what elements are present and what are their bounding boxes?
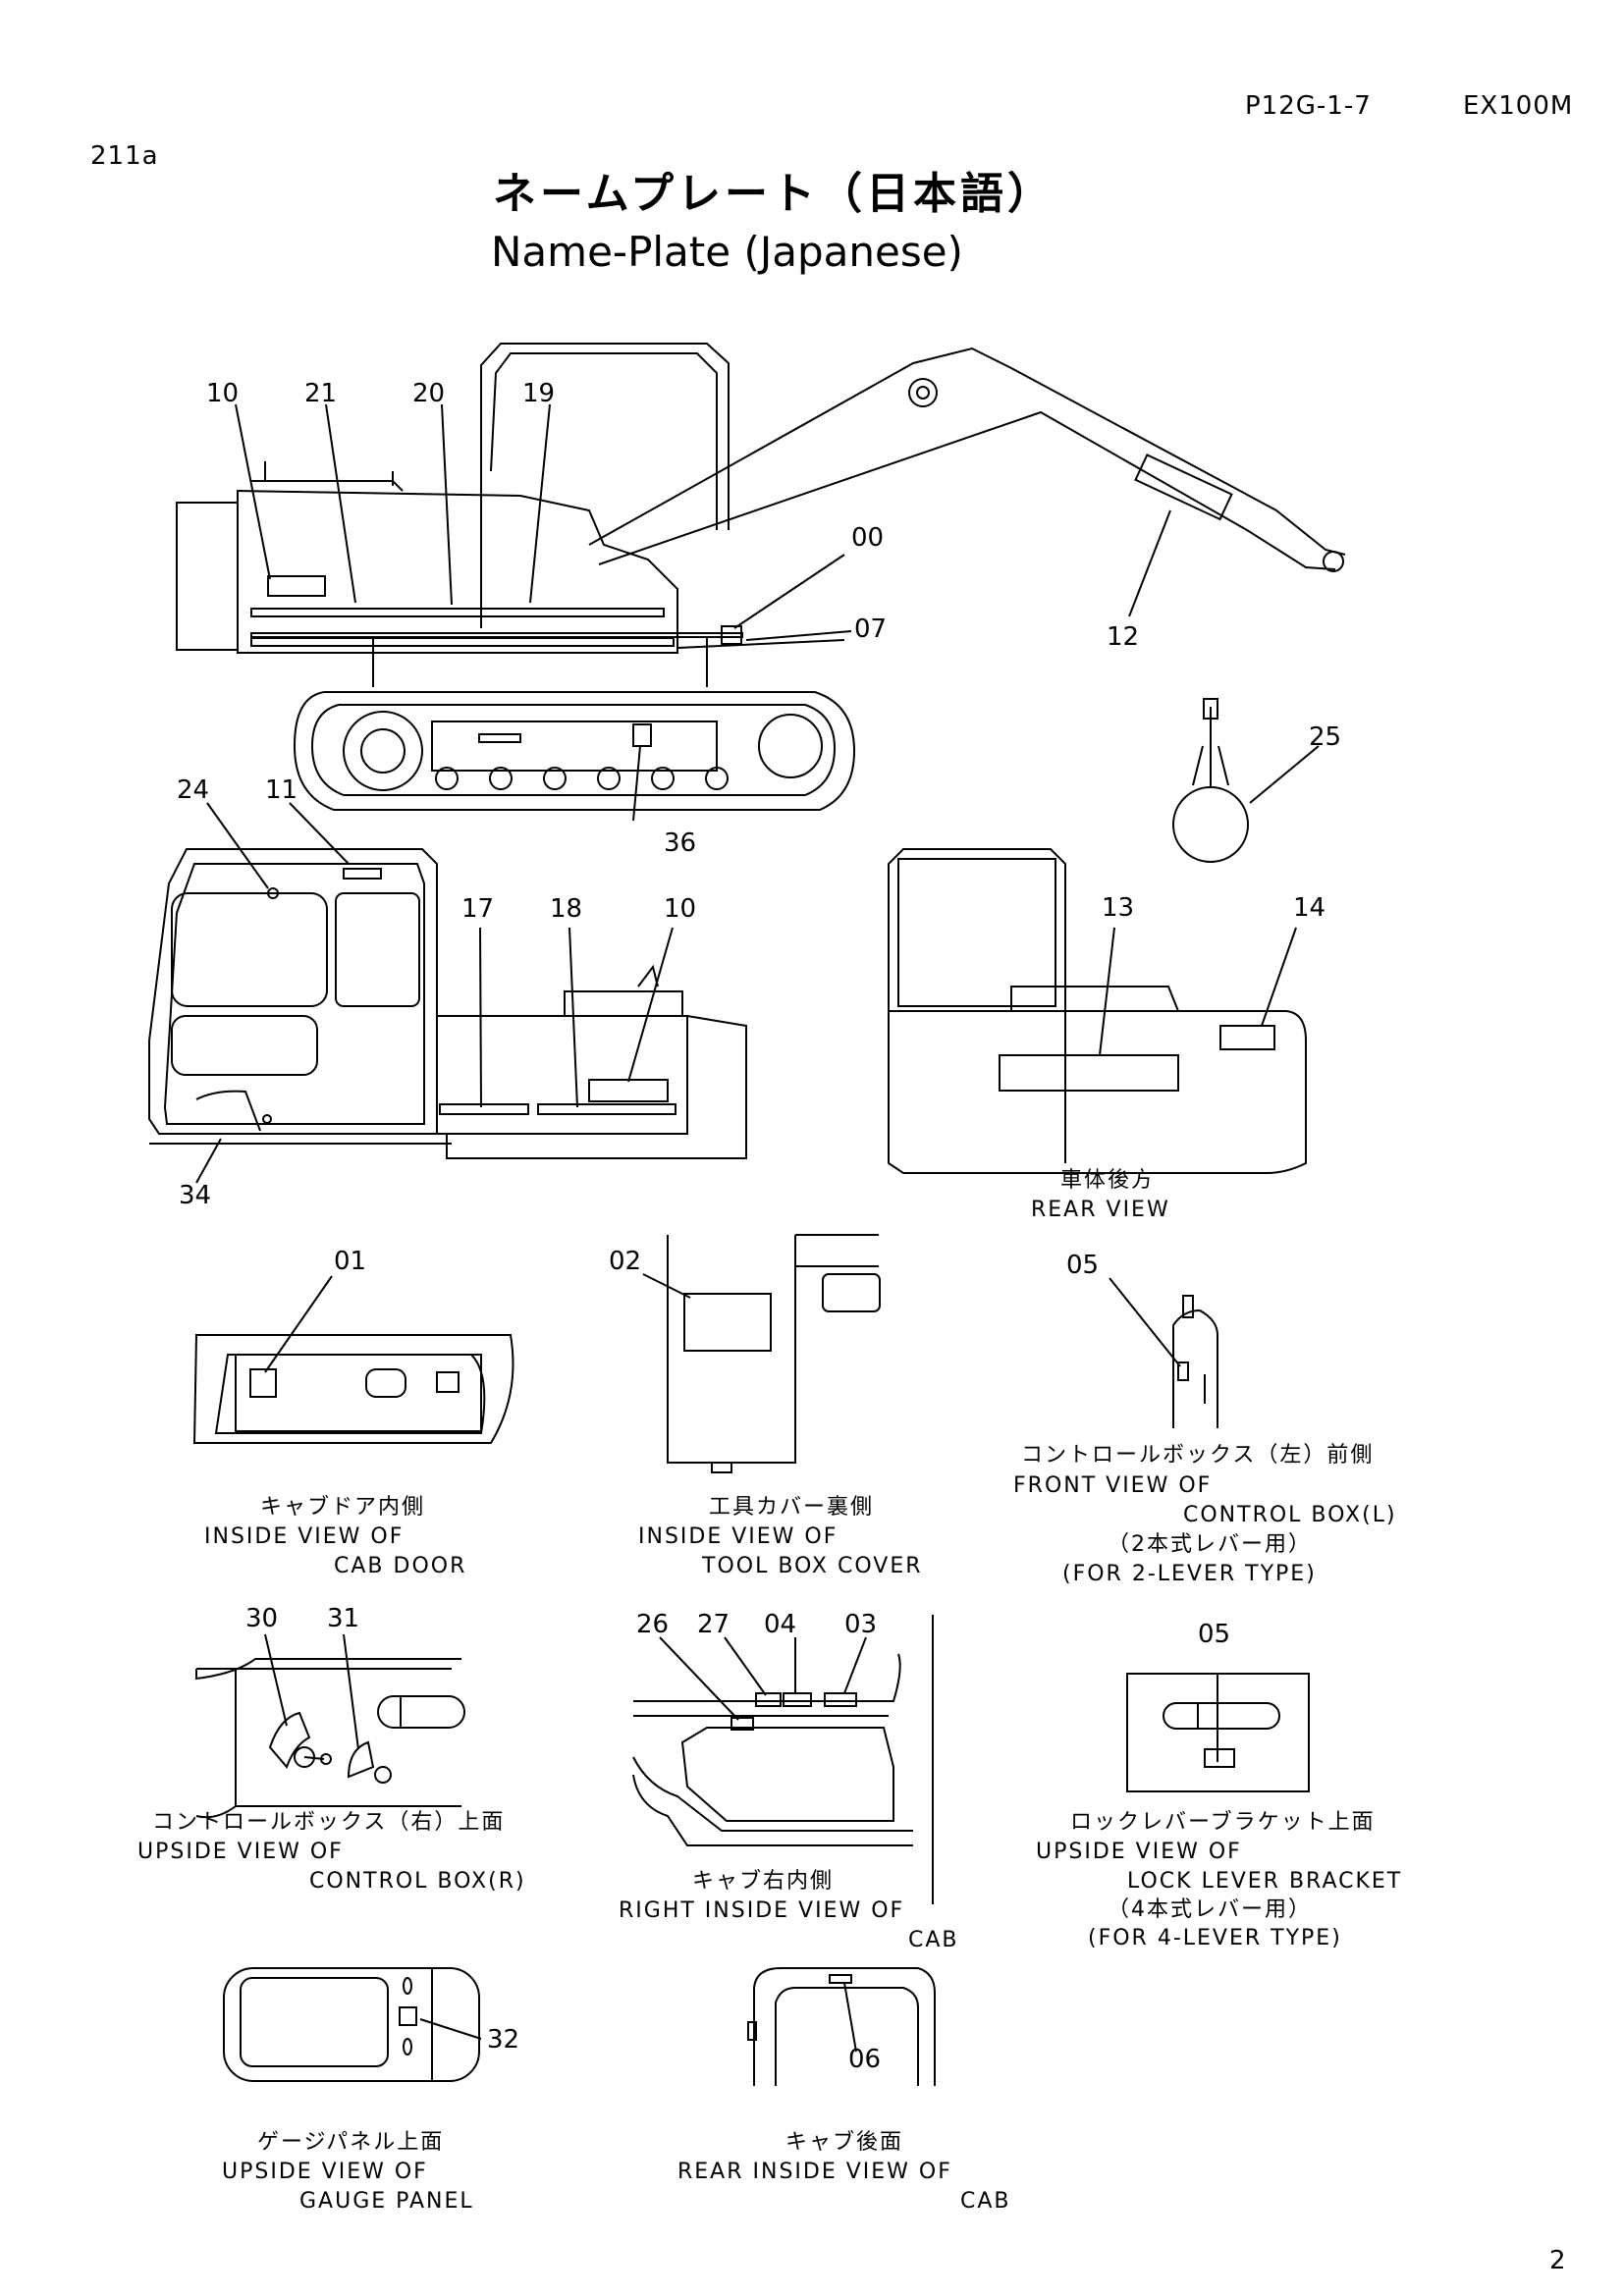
callout-02: 02 <box>609 1247 642 1276</box>
page-number: 2 <box>1549 2246 1567 2275</box>
caption-cab-rear-en1: REAR INSIDE VIEW OF <box>677 2160 952 2184</box>
cab-rear-view <box>748 1968 935 2086</box>
tool-box-cover-view <box>643 1235 880 1472</box>
rear-plate-13 <box>1000 1055 1178 1091</box>
plate-01 <box>250 1369 276 1397</box>
caption-control-box-r-jp: コントロールボックス（右）上面 <box>152 1810 506 1835</box>
caption-lock-lever-en2: LOCK LEVER BRACKET <box>1127 1869 1403 1894</box>
caption-cab-right-en2: CAB <box>908 1928 959 1952</box>
main-plate-10 <box>268 576 325 596</box>
cab-door-view <box>194 1276 514 1443</box>
main-plate-12 <box>1135 454 1231 519</box>
caption-control-box-r-en1: UPSIDE VIEW OF <box>137 1840 344 1864</box>
side-plate-10 <box>589 1080 668 1101</box>
caption-gauge-panel-en2: GAUGE PANEL <box>299 2189 474 2214</box>
callout-05-left: 05 <box>1066 1251 1100 1280</box>
gauge-panel-view <box>224 1968 481 2081</box>
reference-number: 211a <box>90 141 159 171</box>
callout-main-36: 36 <box>664 828 697 858</box>
caption-tool-box-en1: INSIDE VIEW OF <box>638 1524 839 1549</box>
callout-side-10: 10 <box>664 894 697 924</box>
callout-31: 31 <box>327 1604 360 1633</box>
callout-side-18: 18 <box>550 894 583 924</box>
caption-cab-right-jp: キャブ右内側 <box>692 1869 835 1894</box>
caption-tool-box-jp: 工具カバー裏側 <box>709 1495 875 1520</box>
control-box-right-view <box>196 1634 464 1817</box>
plate-04 <box>784 1693 811 1706</box>
caption-rear-view-jp: 車体後方 <box>1060 1168 1156 1193</box>
caption-tool-box-en2: TOOL BOX COVER <box>702 1554 923 1578</box>
caption-control-box-l-jp2: （2本式レバー用） <box>1108 1532 1312 1557</box>
callout-main-12: 12 <box>1107 622 1140 652</box>
callout-03: 03 <box>844 1610 878 1639</box>
excavator-main-view <box>177 344 1345 821</box>
plate-32 <box>400 2007 416 2025</box>
callout-05-lock: 05 <box>1198 1620 1231 1649</box>
plate-02 <box>684 1294 771 1351</box>
caption-rear-view-en: REAR VIEW <box>1031 1198 1170 1222</box>
caption-gauge-panel-en1: UPSIDE VIEW OF <box>222 2160 428 2184</box>
caption-control-box-l-jp: コントロールボックス（左）前側 <box>1021 1443 1375 1468</box>
drawing-code: P12G-1-7 <box>1245 91 1372 121</box>
cab-right-view <box>633 1615 933 1904</box>
machine-side-view <box>149 803 746 1183</box>
callout-32: 32 <box>487 2025 520 2055</box>
callout-27: 27 <box>697 1610 730 1639</box>
plate-06 <box>830 1975 851 1983</box>
callout-04: 04 <box>764 1610 797 1639</box>
callout-26: 26 <box>636 1610 670 1639</box>
caption-control-box-l-en3: (FOR 2-LEVER TYPE) <box>1062 1562 1317 1586</box>
callout-main-25: 25 <box>1309 722 1342 752</box>
caption-gauge-panel-jp: ゲージパネル上面 <box>257 2130 445 2155</box>
callout-main-10: 10 <box>206 379 240 408</box>
callout-side-17: 17 <box>461 894 495 924</box>
plate-05-left <box>1178 1362 1188 1380</box>
track-rollers <box>436 768 728 789</box>
caption-control-box-l-en2: CONTROL BOX(L) <box>1183 1503 1397 1527</box>
plate-26 <box>731 1718 753 1730</box>
caption-lock-lever-jp: ロックレバーブラケット上面 <box>1070 1810 1376 1835</box>
caption-control-box-l-en1: FRONT VIEW OF <box>1013 1473 1213 1498</box>
caption-lock-lever-jp2: （4本式レバー用） <box>1108 1897 1312 1922</box>
caption-lock-lever-en3: (FOR 4-LEVER TYPE) <box>1088 1926 1342 1950</box>
callout-main-00: 00 <box>851 523 885 553</box>
callout-06: 06 <box>848 2045 882 2074</box>
callout-main-20: 20 <box>412 379 446 408</box>
callout-main-07: 07 <box>854 614 888 644</box>
page-title-english: Name-Plate (Japanese) <box>491 228 963 276</box>
callout-side-34: 34 <box>179 1181 212 1210</box>
caption-cab-rear-en2: CAB <box>960 2189 1011 2214</box>
side-plate-11 <box>344 869 381 879</box>
callout-rear-13: 13 <box>1102 893 1135 923</box>
main-plate-07 <box>722 626 741 644</box>
gauge-part-25 <box>1173 699 1319 862</box>
main-plate-36 <box>633 724 651 746</box>
rear-plate-14 <box>1220 1026 1274 1049</box>
callout-side-11: 11 <box>265 775 298 805</box>
caption-cab-door-en1: INSIDE VIEW OF <box>204 1524 405 1549</box>
page-title-japanese: ネームプレート（日本語） <box>493 169 1055 219</box>
caption-cab-door-en2: CAB DOOR <box>334 1554 467 1578</box>
control-box-left-view <box>1109 1278 1217 1428</box>
callout-main-19: 19 <box>522 379 556 408</box>
callout-main-21: 21 <box>304 379 338 408</box>
caption-lock-lever-en1: UPSIDE VIEW OF <box>1036 1840 1242 1864</box>
lock-lever-bracket-view <box>1127 1674 1309 1791</box>
caption-control-box-r-en2: CONTROL BOX(R) <box>309 1869 526 1894</box>
caption-cab-door-jp: キャブドア内側 <box>260 1495 426 1520</box>
caption-cab-right-en1: RIGHT INSIDE VIEW OF <box>619 1898 905 1923</box>
plate-05-lock <box>1205 1749 1234 1767</box>
plate-27 <box>756 1693 781 1706</box>
callout-30: 30 <box>245 1604 279 1633</box>
callout-side-24: 24 <box>177 775 210 805</box>
rear-view-drawing <box>889 849 1306 1173</box>
callout-01: 01 <box>334 1247 367 1276</box>
caption-cab-rear-jp: キャブ後面 <box>785 2130 904 2155</box>
callout-rear-14: 14 <box>1293 893 1326 923</box>
plate-03 <box>825 1693 856 1706</box>
model-name: EX100M <box>1463 91 1574 121</box>
